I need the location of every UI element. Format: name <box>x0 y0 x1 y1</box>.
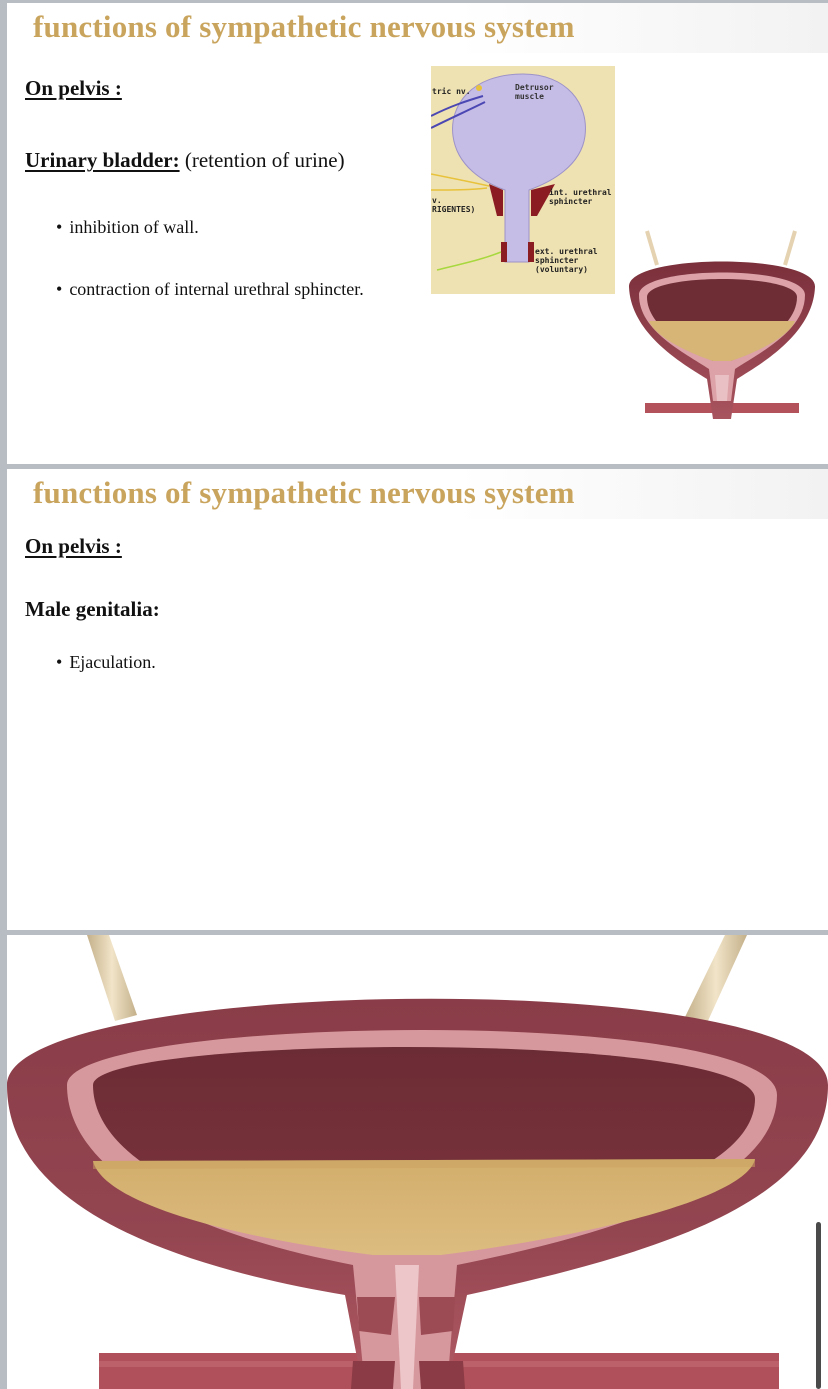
bladder-illustration-large <box>7 935 828 1389</box>
slide-3 <box>7 935 828 1389</box>
section-heading: On pelvis : <box>25 534 122 558</box>
bullet-glyph: • <box>56 279 63 299</box>
bullet-glyph: • <box>56 652 63 672</box>
title-band <box>7 469 828 519</box>
bullet-glyph: • <box>56 217 63 237</box>
label-detrusor: Detrusor muscle <box>515 83 554 101</box>
slide-2: functions of sympathetic nervous system … <box>7 469 828 930</box>
bladder-illustration-small <box>628 230 816 419</box>
bullet-item: • contraction of internal urethral sphinc… <box>56 279 364 300</box>
slide-1: functions of sympathetic nervous system … <box>7 3 828 464</box>
label-ext-sphincter: ext. urethral sphincter (voluntary) <box>535 247 598 274</box>
heading-note: (retention of urine) <box>179 148 345 172</box>
slide-title: functions of sympathetic nervous system <box>33 475 575 510</box>
male-genitalia-heading: Male genitalia: <box>25 597 160 621</box>
label-nerve-mid: v. RIGENTES) <box>432 196 476 214</box>
label-int-sphincter: int. urethral sphincter <box>549 188 612 206</box>
bladder-innervation-svg <box>430 73 586 271</box>
bullet-item: • inhibition of wall. <box>56 217 199 238</box>
bullet-text: inhibition of wall. <box>69 217 199 237</box>
bladder-innervation-diagram: tric nv. Detrusor muscle v. RIGENTES) in… <box>430 66 615 294</box>
bullet-item: • Ejaculation. <box>56 652 156 673</box>
heading-label: Urinary bladder: <box>25 148 180 172</box>
section-heading: On pelvis : <box>25 76 122 100</box>
bullet-text: Ejaculation. <box>69 652 156 672</box>
urinary-bladder-heading: Urinary bladder: (retention of urine) <box>25 148 345 173</box>
slide-title: functions of sympathetic nervous system <box>33 9 575 44</box>
title-band <box>7 3 828 53</box>
label-nerve-top: tric nv. <box>432 87 471 96</box>
scrollbar-thumb[interactable] <box>816 1222 821 1389</box>
bullet-text: contraction of internal urethral sphinct… <box>69 279 364 299</box>
